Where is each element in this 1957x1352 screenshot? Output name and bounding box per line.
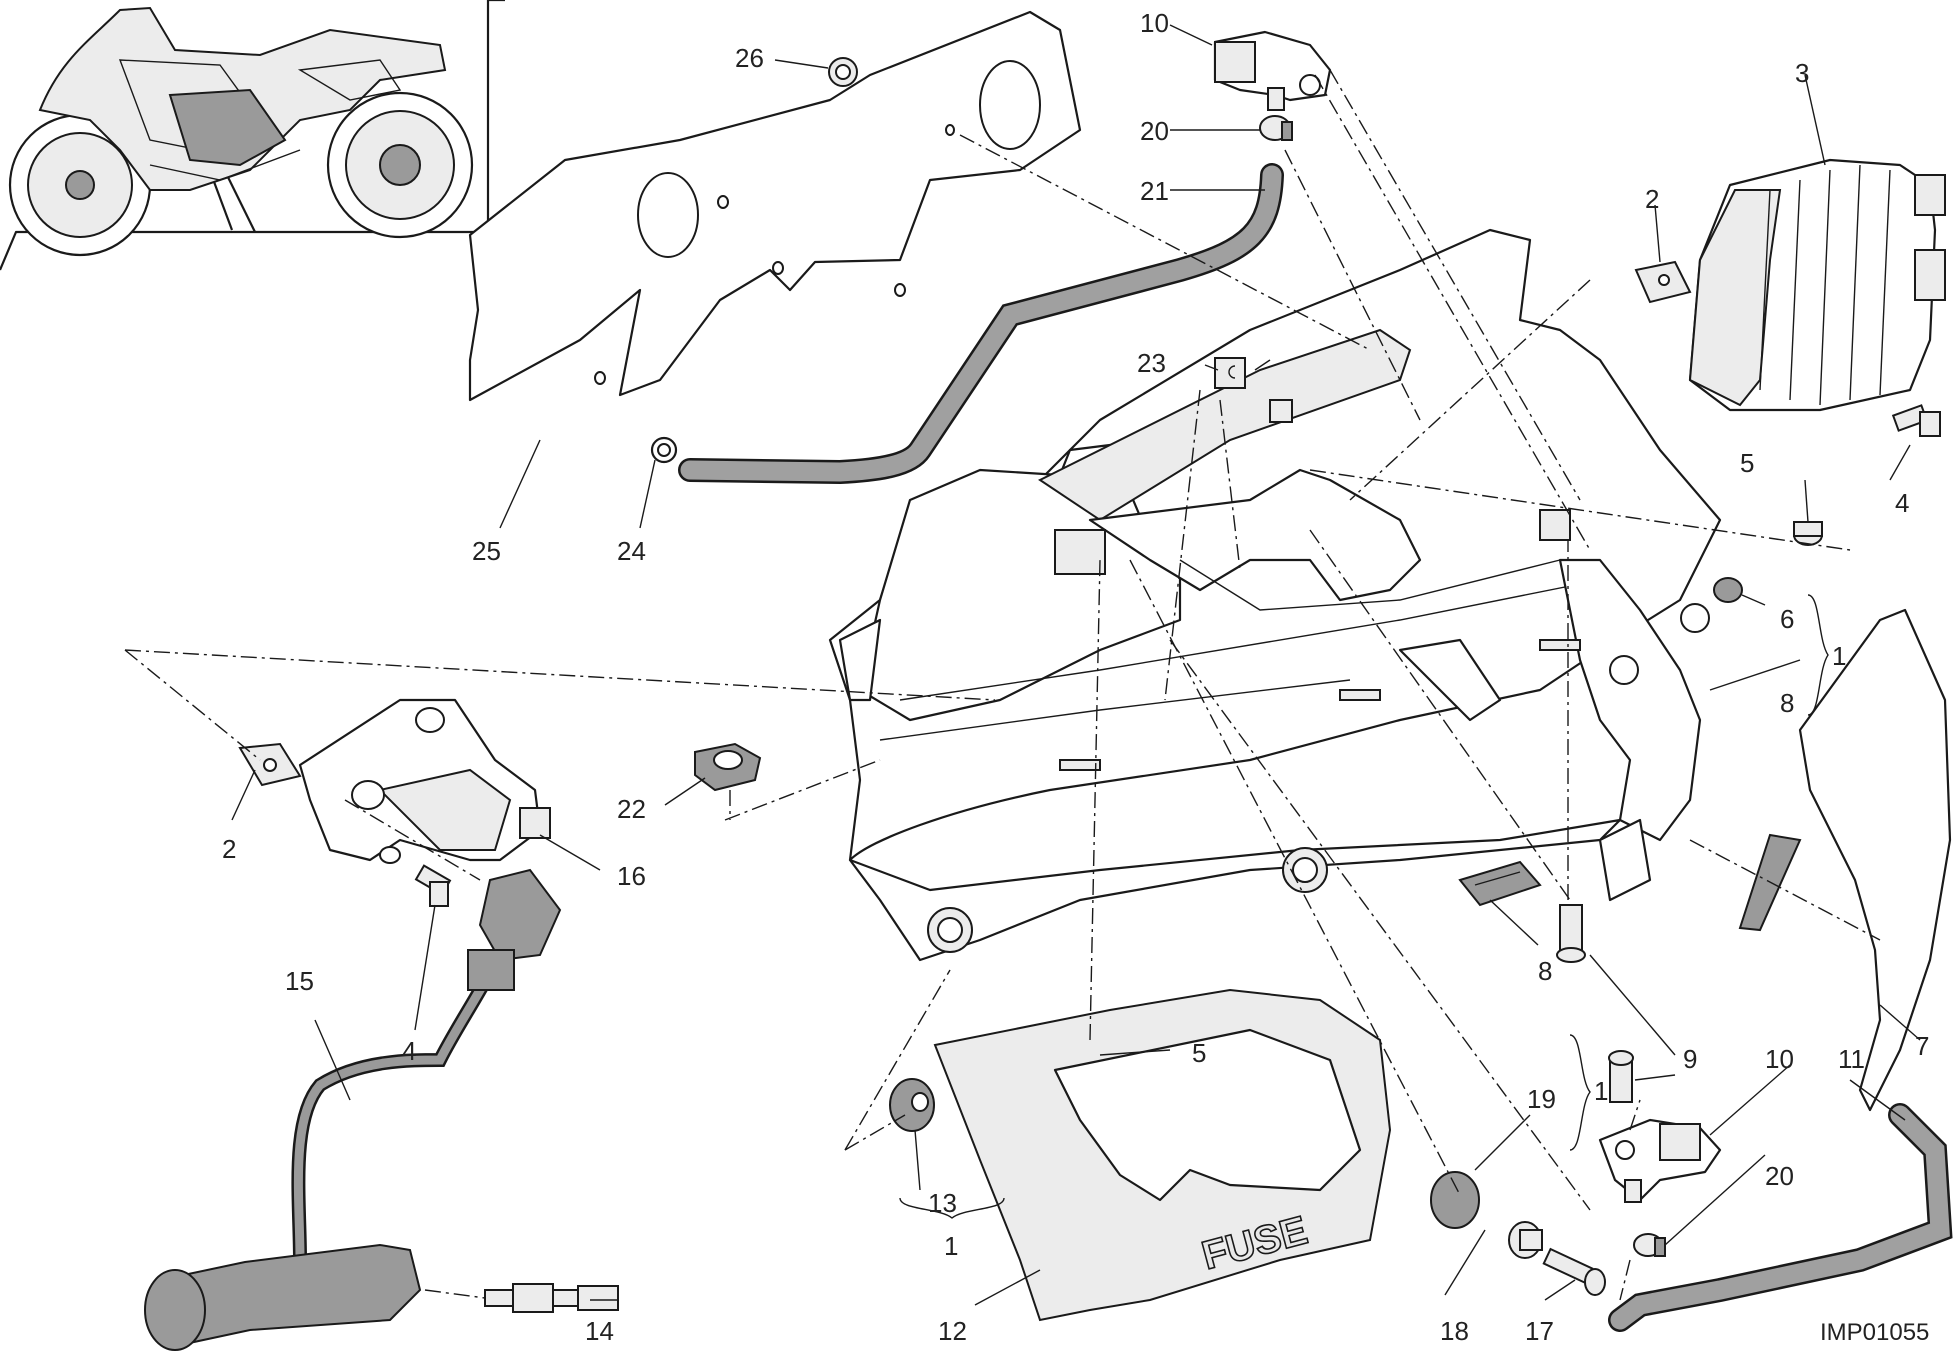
callout-17: 17 bbox=[1525, 1316, 1554, 1346]
callout-1-right: 1 bbox=[1832, 641, 1846, 671]
callout-2-left: 2 bbox=[222, 834, 236, 864]
callout-14: 14 bbox=[585, 1316, 614, 1346]
part-16-coil bbox=[298, 698, 551, 864]
part-20-clamp-top bbox=[1259, 115, 1293, 141]
part-2-clip-left bbox=[238, 742, 302, 787]
callout-12: 12 bbox=[938, 1316, 967, 1346]
part-7-side-cover bbox=[1798, 608, 1952, 1112]
part-8-rubber-pad bbox=[1458, 860, 1542, 907]
part-15-plug-lead bbox=[144, 868, 562, 1351]
callout-7: 7 bbox=[1915, 1031, 1929, 1061]
callout-9: 9 bbox=[1683, 1044, 1697, 1074]
callout-10-lower: 10 bbox=[1765, 1044, 1794, 1074]
callout-8-lower: 8 bbox=[1538, 956, 1552, 986]
callout-11: 11 bbox=[1838, 1044, 1865, 1074]
part-14-spark-plug bbox=[484, 1283, 619, 1313]
part-4-bolt-top bbox=[1891, 404, 1941, 437]
callout-25: 25 bbox=[472, 536, 501, 566]
callout-22: 22 bbox=[617, 794, 646, 824]
part-2-clip-top bbox=[1634, 260, 1692, 304]
leader-lines bbox=[231, 24, 1921, 1306]
callout-8-right: 8 bbox=[1780, 688, 1794, 718]
callout-18: 18 bbox=[1440, 1316, 1469, 1346]
callout-2-top: 2 bbox=[1645, 184, 1659, 214]
part-10-sensor-top bbox=[1213, 30, 1332, 111]
part-25-heat-shield bbox=[468, 10, 1082, 402]
part-6-grommet bbox=[1713, 577, 1743, 603]
part-4-bolt-left bbox=[414, 864, 452, 907]
callout-1-lower: 1 bbox=[1594, 1076, 1608, 1106]
part-26-clip bbox=[828, 57, 858, 87]
callout-6: 6 bbox=[1780, 604, 1794, 634]
callout-20-top: 20 bbox=[1140, 116, 1169, 146]
callout-4-left: 4 bbox=[402, 1036, 416, 1066]
assembly-lines bbox=[124, 69, 1881, 1301]
part-22-grommet bbox=[694, 742, 762, 792]
part-13-grommet bbox=[889, 1078, 935, 1132]
part-24-clip bbox=[650, 436, 678, 464]
callout-5-top: 5 bbox=[1740, 448, 1754, 478]
part-19-bolt bbox=[1608, 1050, 1634, 1103]
part-21-hose bbox=[678, 163, 1284, 485]
callout-10-top: 10 bbox=[1140, 8, 1169, 38]
part-23-clip bbox=[1214, 357, 1246, 389]
callout-15: 15 bbox=[285, 966, 314, 996]
callout-16: 16 bbox=[617, 861, 646, 891]
part-9-bolt-upper bbox=[1556, 904, 1586, 963]
callout-13: 13 bbox=[928, 1188, 957, 1218]
part-17-bolt bbox=[1542, 1247, 1606, 1296]
callout-labels: 26 10 20 21 3 2 23 25 24 5 4 6 1 8 22 2 … bbox=[222, 8, 1929, 1346]
callout-26: 26 bbox=[735, 43, 764, 73]
part-20-clamp-lower bbox=[1633, 1233, 1666, 1257]
part-11-hose bbox=[1608, 1103, 1953, 1332]
motorcycle-inset bbox=[0, 0, 505, 271]
callout-23: 23 bbox=[1137, 348, 1166, 378]
callout-4-top: 4 bbox=[1895, 488, 1909, 518]
part-10-sensor-lower bbox=[1598, 1118, 1722, 1203]
image-code: IMP01055 bbox=[1820, 1319, 1929, 1346]
callout-3: 3 bbox=[1795, 58, 1809, 88]
callout-21: 21 bbox=[1140, 176, 1169, 206]
callout-24: 24 bbox=[617, 536, 646, 566]
part-5-nut-top bbox=[1793, 521, 1823, 546]
callout-19: 19 bbox=[1527, 1084, 1556, 1114]
callout-1-bottom: 1 bbox=[944, 1231, 958, 1261]
part-18-grommet bbox=[1430, 1171, 1543, 1259]
part-1-main-bracket bbox=[828, 228, 1722, 962]
callout-5-lower: 5 bbox=[1192, 1038, 1206, 1068]
callout-20-lower: 20 bbox=[1765, 1161, 1794, 1191]
part-3-control-unit bbox=[1688, 158, 1946, 412]
part-12-fuse-cover: FUSE bbox=[933, 988, 1392, 1322]
